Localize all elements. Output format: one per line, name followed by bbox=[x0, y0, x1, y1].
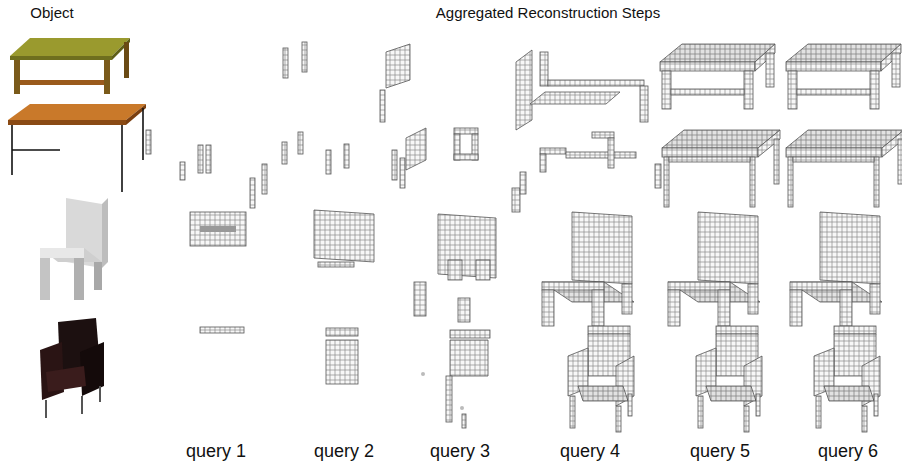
voxel-table-steps bbox=[146, 90, 902, 212]
voxel-armchair-steps bbox=[200, 326, 880, 432]
object-armchair bbox=[40, 318, 104, 418]
column-heading: Aggregated Reconstruction Steps bbox=[436, 4, 660, 21]
step-label: query 2 bbox=[314, 441, 374, 462]
voxel-chair-steps bbox=[190, 210, 882, 326]
object-chair bbox=[40, 198, 108, 300]
step-label: query 6 bbox=[818, 441, 878, 462]
object-table bbox=[8, 104, 146, 192]
column-heading: Object bbox=[30, 4, 73, 21]
step-label: query 1 bbox=[186, 441, 246, 462]
step-label: query 4 bbox=[560, 441, 620, 462]
step-label: query 3 bbox=[430, 441, 490, 462]
object-bench bbox=[10, 38, 130, 94]
voxel-bench-steps bbox=[283, 42, 901, 130]
step-label: query 5 bbox=[690, 441, 750, 462]
